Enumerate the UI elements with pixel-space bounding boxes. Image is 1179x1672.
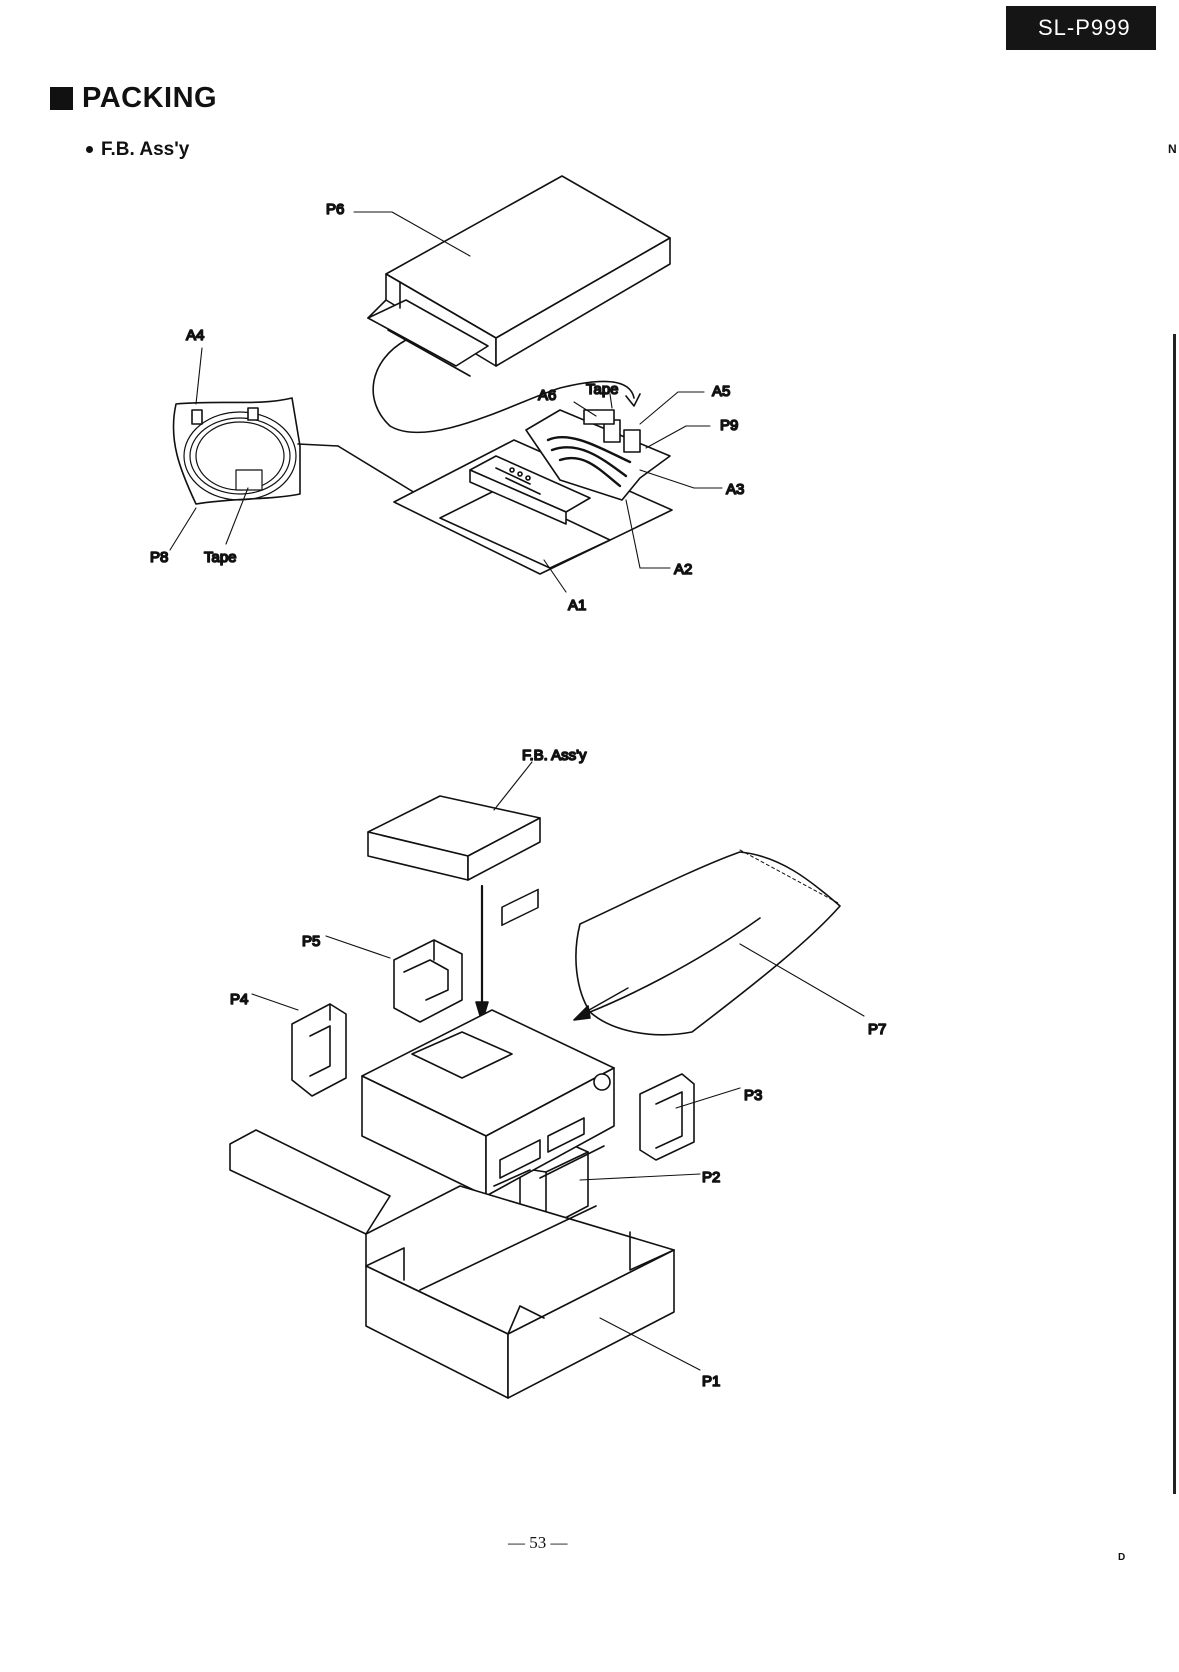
label-a6: A6 bbox=[538, 387, 556, 404]
label-a4: A4 bbox=[186, 327, 204, 344]
cord-bag-leader-2 bbox=[338, 446, 420, 496]
cord-bag-leader bbox=[298, 444, 338, 446]
corner-mark: D bbox=[1118, 1552, 1125, 1563]
label-p1: P1 bbox=[702, 1373, 720, 1390]
foam-p5 bbox=[394, 940, 462, 1022]
label-p5: P5 bbox=[302, 933, 320, 950]
label-fb-assy: F.B. Ass'y bbox=[522, 747, 587, 764]
bag-direction-arrowhead bbox=[574, 1006, 590, 1020]
label-p4: P4 bbox=[230, 991, 248, 1008]
label-p2: P2 bbox=[702, 1169, 720, 1186]
label-p7: P7 bbox=[868, 1021, 886, 1038]
cord-bag-p8 bbox=[173, 398, 300, 504]
page-number: — 53 — bbox=[508, 1533, 568, 1553]
label-a5: A5 bbox=[712, 383, 730, 400]
fb-assy-leader bbox=[494, 762, 532, 810]
accessory-box-p6 bbox=[368, 176, 670, 376]
label-a3: A3 bbox=[726, 481, 744, 498]
label-p6: P6 bbox=[326, 201, 344, 218]
fb-assy-box bbox=[368, 796, 540, 880]
foam-p3 bbox=[640, 1074, 694, 1160]
label-tape-bottom: Tape bbox=[204, 549, 237, 566]
poly-bag-p7 bbox=[576, 850, 840, 1035]
label-a2: A2 bbox=[674, 561, 692, 578]
label-a1: A1 bbox=[568, 597, 586, 614]
foam-p4 bbox=[292, 1004, 346, 1096]
label-p3: P3 bbox=[744, 1087, 762, 1104]
label-p9: P9 bbox=[720, 417, 738, 434]
label-tape-top: Tape bbox=[586, 381, 619, 398]
label-p8: P8 bbox=[150, 549, 168, 566]
